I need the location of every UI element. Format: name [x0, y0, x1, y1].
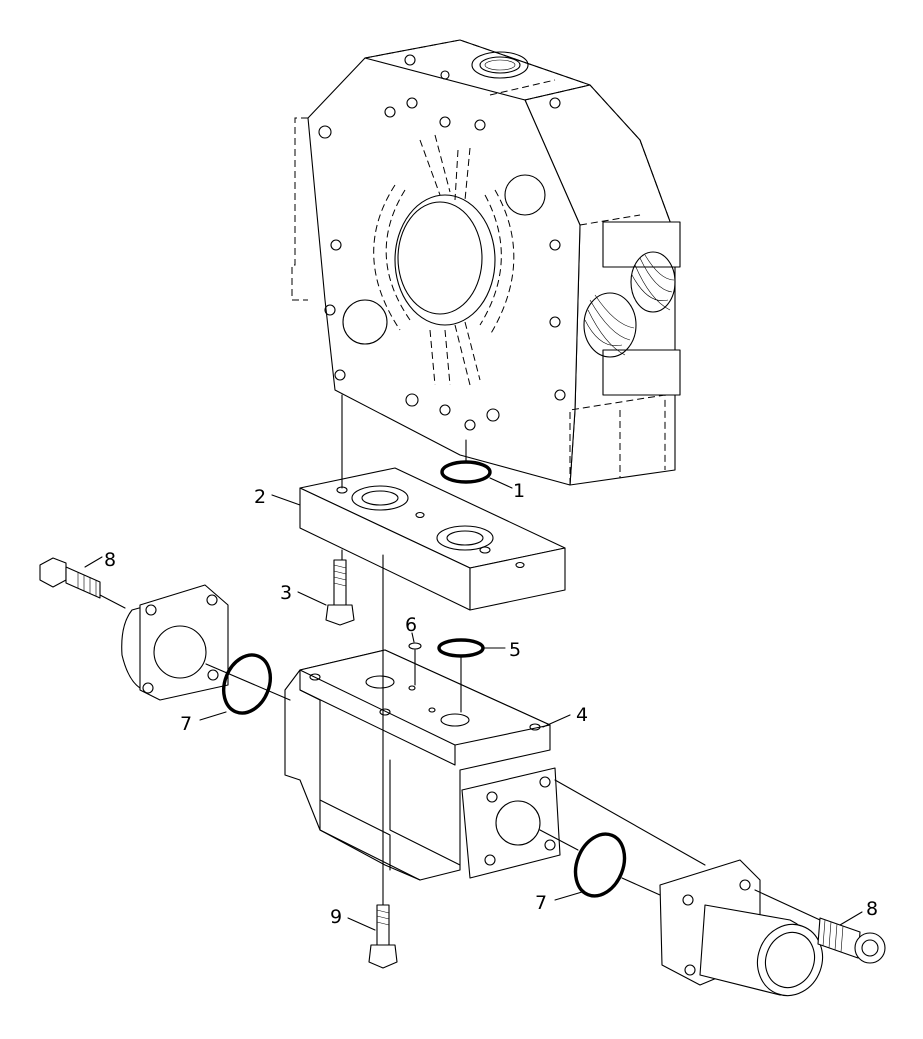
bolt-part-9	[368, 554, 398, 969]
callout-3: 3	[280, 582, 292, 604]
callout-leaders	[84, 477, 863, 931]
bolt-part-3	[325, 549, 355, 626]
callout-2: 2	[254, 486, 266, 508]
bolt-part-8-right	[817, 917, 886, 964]
o-ring-part-7-right	[539, 829, 661, 898]
right-flange	[659, 859, 824, 997]
callout-5: 5	[509, 639, 521, 661]
seal-part-6	[408, 642, 422, 686]
left-flange	[121, 584, 291, 701]
callout-9: 9	[330, 906, 342, 928]
callout-7-left: 7	[180, 713, 192, 735]
callout-7-right: 7	[535, 892, 547, 914]
o-ring-part-1	[440, 439, 492, 484]
callout-8-right: 8	[866, 898, 878, 920]
callout-4: 4	[576, 704, 588, 726]
main-housing	[291, 39, 681, 486]
bolt-part-8-left	[39, 557, 126, 609]
adapter-plate-part-2	[299, 394, 566, 611]
callout-8-left: 8	[104, 549, 116, 571]
o-ring-part-7-left	[222, 653, 272, 715]
valve-body-part-4	[284, 649, 706, 881]
callout-6: 6	[405, 614, 417, 636]
callout-1: 1	[513, 480, 525, 502]
